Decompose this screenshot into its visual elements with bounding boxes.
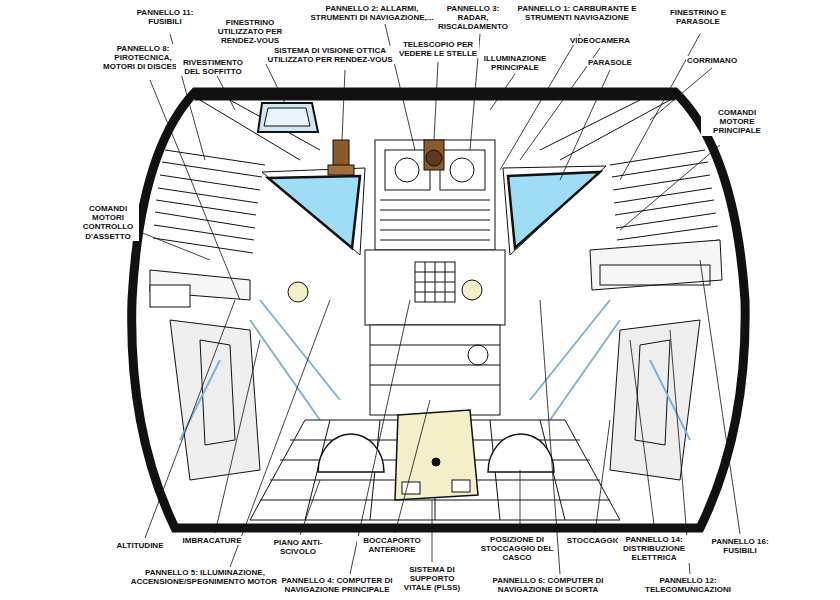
callout-label: CORRIMANO (686, 56, 738, 65)
callout-label: POSIZIONE DI STOCCAGGIO DEL CASCO (478, 535, 556, 563)
callout-label: COMANDI MOTORE PRINCIPALE (701, 108, 773, 136)
callout-label: PANNELLO 4: COMPUTER DI NAVIGAZIONE PRIN… (277, 576, 397, 594)
callout-label: SISTEMA DI VISIONE OTTICA UTILIZZATO PER… (260, 46, 400, 64)
callout-label: IMBRACATURE (182, 536, 243, 545)
callout-label: PANNELLO 11: FUSIBILI (130, 8, 200, 26)
callout-label: FINESTRINO E PARASOLE (658, 8, 738, 26)
callout-label: COMANDI MOTORI CONTROLLO D'ASSETTO (77, 204, 139, 241)
callout-label: PANNELLO 6: COMPUTER DI NAVIGAZIONE DI S… (488, 576, 608, 594)
callout-label: PANNELLO 16: FUSIBILI (707, 537, 773, 555)
callout-label: PANNELLO 5: ILLUMINAZIONE, ACCENSIONE/SP… (129, 568, 281, 586)
callout-label: SISTEMA DI SUPPORTO VITALE (PLSS) (394, 565, 470, 593)
callout-label: STOCCAGGIO (566, 536, 623, 545)
callout-label: PIANO ANTI-SCIVOLO (268, 538, 328, 556)
callout-label: ALTITUDINE (116, 541, 165, 550)
callout-label: PANNELLO 3: RADAR, RISCALDAMENTO (434, 4, 512, 32)
callout-label: VIDEOCAMERA (569, 36, 631, 45)
callout-label: PARASOLE (587, 58, 633, 67)
callout-label: RIVESTIMENTO DEL SOFFITTO (176, 58, 251, 76)
callout-label: PANNELLO 12: TELECOMUNICAZIONI (638, 576, 738, 594)
callout-label: PANNELLO 14: DISTRIBUZIONE ELETTRICA (618, 535, 690, 563)
callout-label: TELESCOPIO PER VEDERE LE STELLE (397, 40, 479, 58)
callout-label: ILLUMINAZIONE PRINCIPALE (479, 54, 551, 72)
callout-label: PANNELLO 1: CARBURANTE E STRUMENTI NAVIG… (516, 4, 638, 22)
callout-label: PANNELLO 2: ALLARMI, STRUMENTI DI NAVIGA… (302, 4, 442, 22)
callout-label: BOCCAPORTO ANTERIORE (357, 536, 427, 554)
callout-label: FINESTRINO UTILIZZATO PER RENDEZ-VOUS (210, 18, 290, 46)
